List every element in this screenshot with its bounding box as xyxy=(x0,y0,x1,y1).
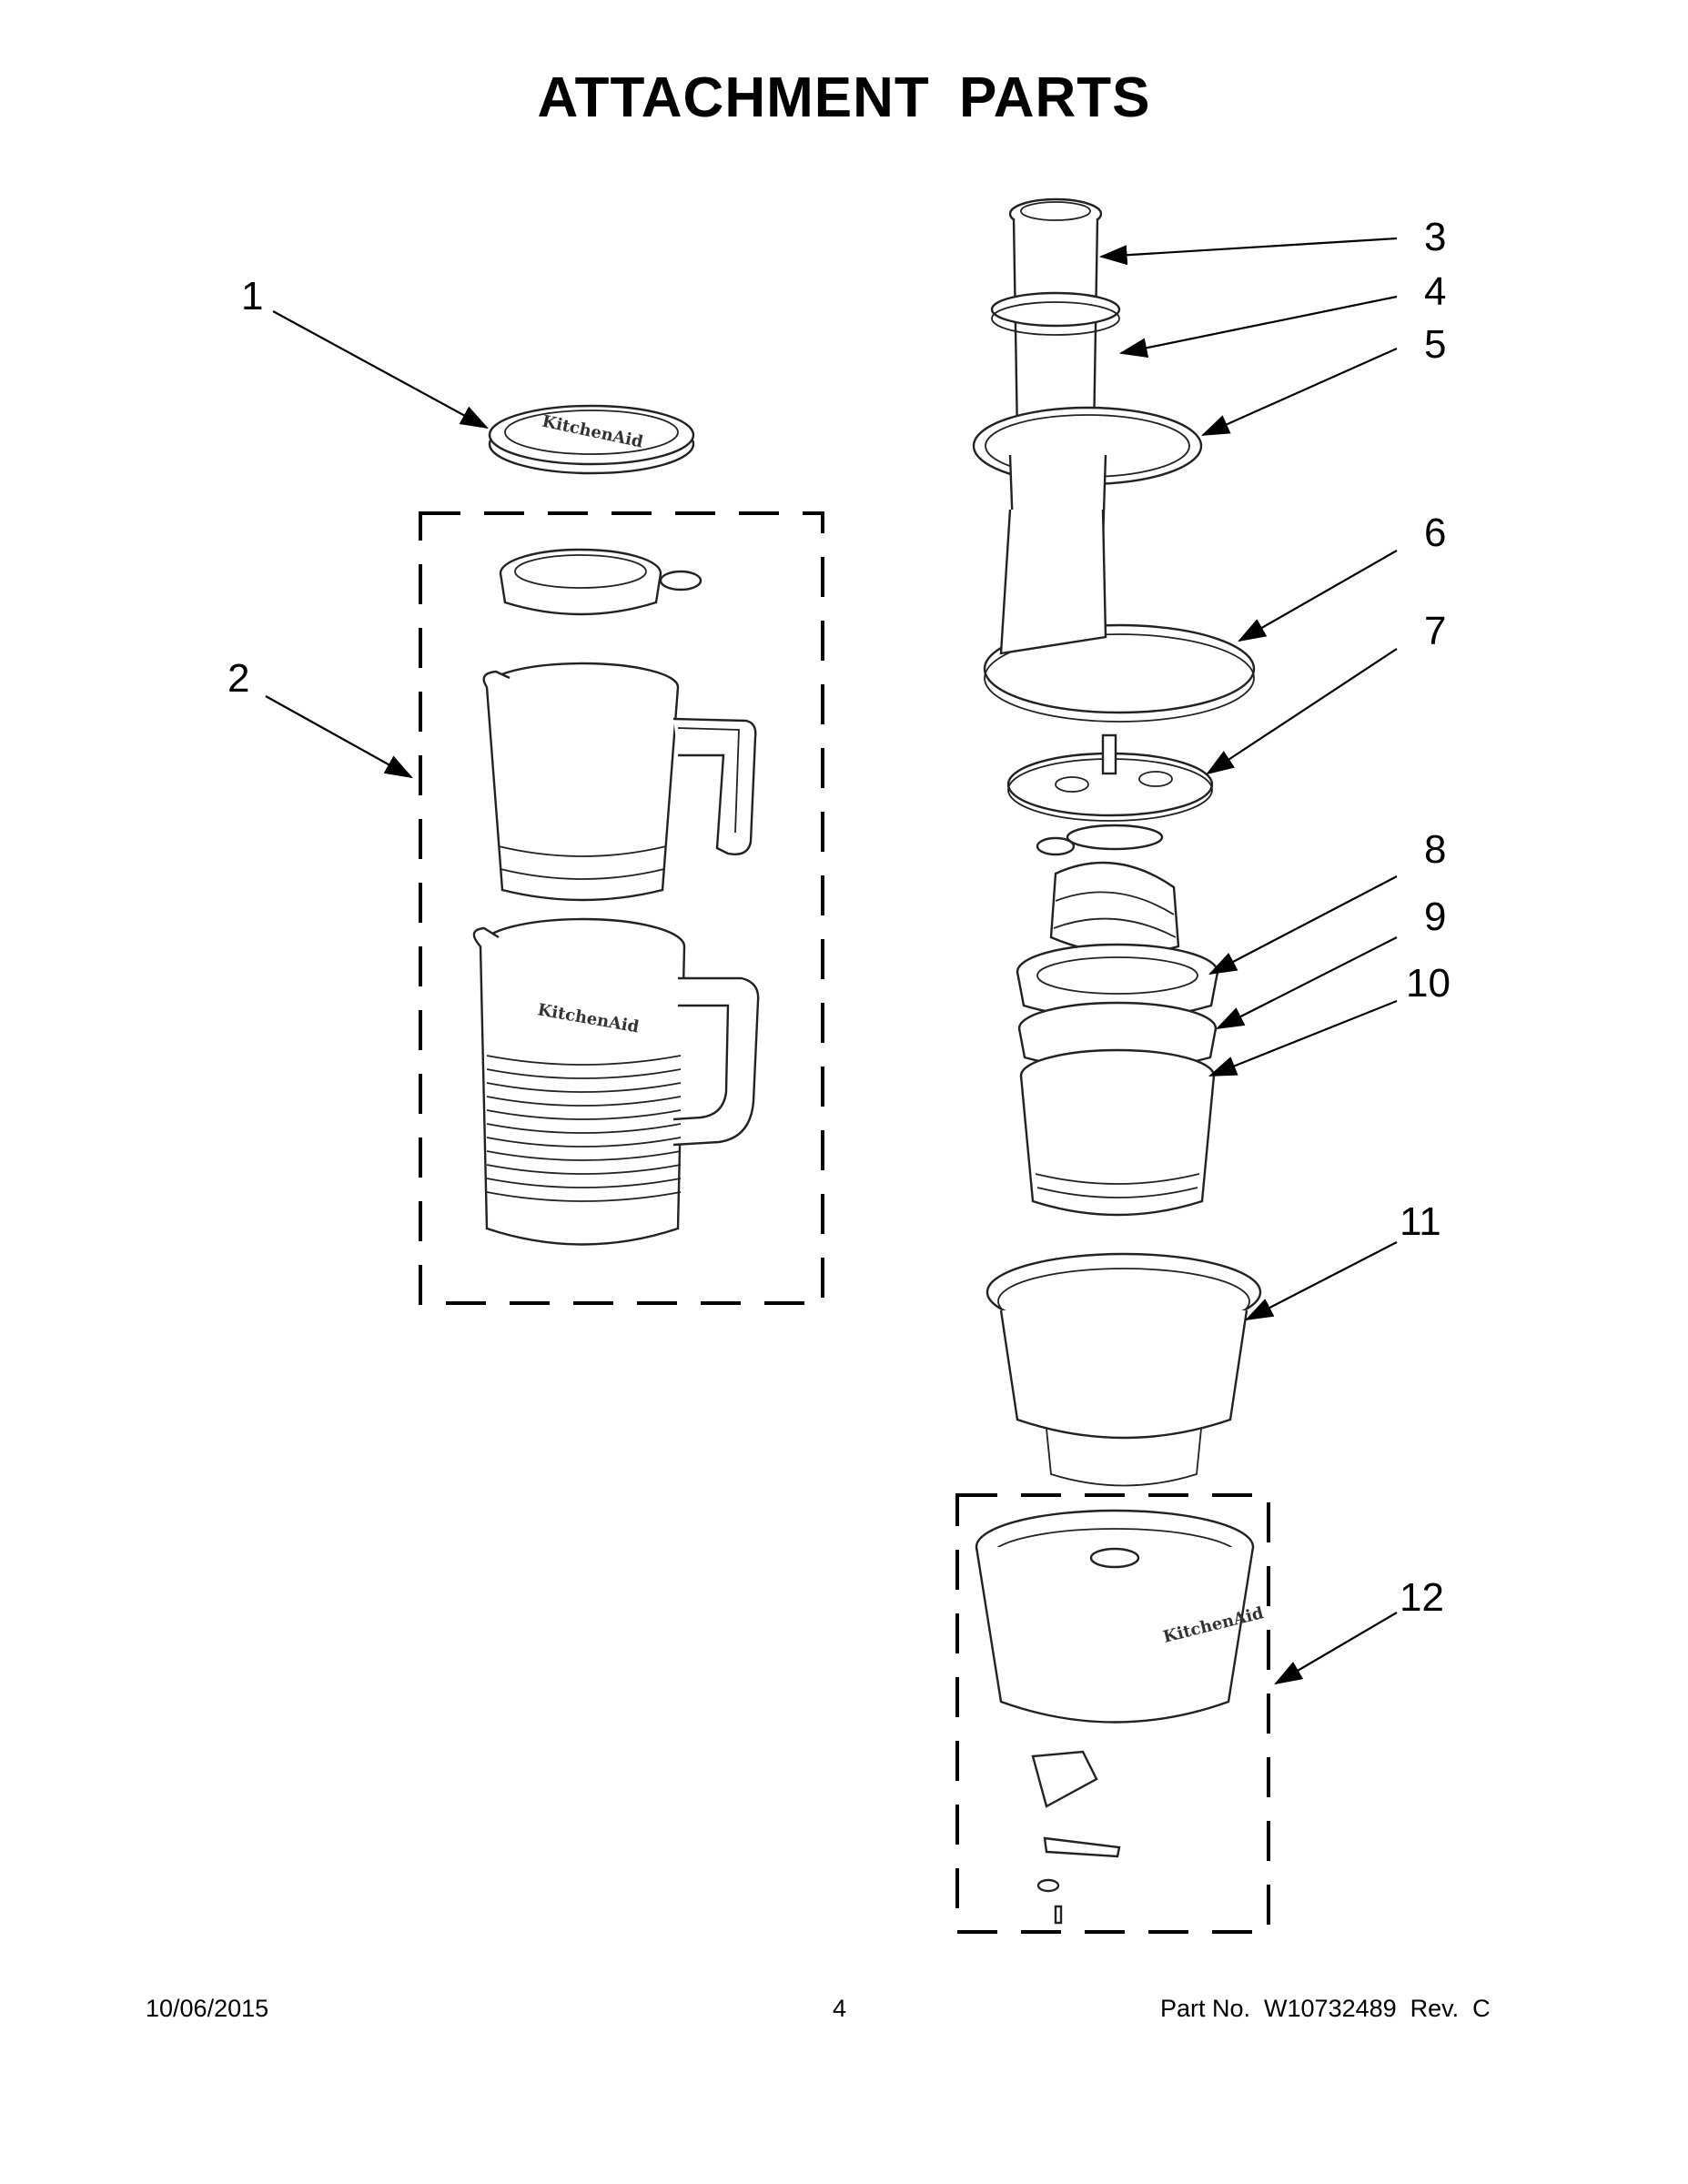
callout-5: 5 xyxy=(1424,322,1446,367)
page-title: ATTACHMENT PARTS xyxy=(537,66,1151,129)
callout-6: 6 xyxy=(1424,511,1446,555)
part-1-lid: KitchenAid xyxy=(488,404,695,475)
part-12-group-outline xyxy=(955,1493,1270,1934)
leader-5 xyxy=(1200,347,1398,437)
callout-11: 11 xyxy=(1400,1199,1441,1244)
part-7-auger-plate xyxy=(1006,733,1214,822)
footer-page-number: 4 xyxy=(833,1995,847,2022)
callout-2: 2 xyxy=(227,656,249,701)
part-6-juicer-lid xyxy=(983,509,1256,723)
callout-4: 4 xyxy=(1424,269,1446,314)
leader-7 xyxy=(1206,648,1398,775)
part-12-juicer-bowl: KitchenAid xyxy=(975,1509,1266,1724)
part-2-small-pitcher xyxy=(482,662,757,902)
leader-10 xyxy=(1208,999,1398,1077)
part-3-food-pusher xyxy=(1008,197,1103,439)
callout-7: 7 xyxy=(1424,609,1446,653)
part-10-high-pulp-screen xyxy=(1019,1048,1216,1217)
part-2-strainer-ring xyxy=(499,548,702,616)
callout-10: 10 xyxy=(1406,961,1450,1006)
leader-2 xyxy=(265,695,413,779)
footer-part-number: Part No. W10732489 Rev. C xyxy=(1160,1995,1491,2022)
callout-8: 8 xyxy=(1424,827,1446,872)
callout-9: 9 xyxy=(1424,895,1446,939)
leader-9 xyxy=(1216,936,1398,1029)
leader-8 xyxy=(1208,875,1398,976)
callout-12: 12 xyxy=(1400,1575,1444,1620)
part-4-pusher-ring xyxy=(990,291,1121,336)
leader-12 xyxy=(1274,1612,1398,1685)
part-11-brush-basket xyxy=(986,1252,1262,1487)
part-2-large-pitcher: KitchenAid xyxy=(472,917,760,1246)
leader-3 xyxy=(1098,237,1398,266)
leader-1 xyxy=(272,310,489,430)
leader-4 xyxy=(1118,295,1398,359)
leader-11 xyxy=(1245,1241,1398,1321)
callout-3: 3 xyxy=(1424,215,1446,259)
callout-1: 1 xyxy=(241,274,263,318)
part-12-spout-and-fasteners xyxy=(1031,1750,1121,1925)
leader-6 xyxy=(1238,550,1398,642)
footer-date: 10/06/2015 xyxy=(146,1995,269,2022)
auger xyxy=(1036,824,1180,956)
part-2-group-outline xyxy=(419,511,824,1305)
